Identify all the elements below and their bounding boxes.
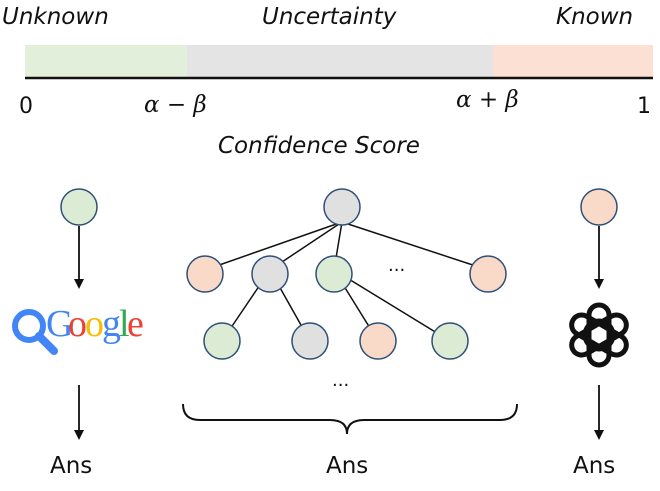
tick-alpha-plus-beta: α + β xyxy=(456,87,519,113)
google-letter-g: G xyxy=(46,303,73,345)
tick-1: 1 xyxy=(637,94,651,119)
unknown-segment xyxy=(25,45,187,77)
left-node xyxy=(60,188,98,226)
tree-node xyxy=(203,322,241,360)
tree-ellipsis-bottom: ... xyxy=(332,370,350,391)
openai-icon xyxy=(569,302,629,368)
known-label: Known xyxy=(556,4,634,30)
middle-answer: Ans xyxy=(326,453,369,479)
google-logo: G o o g l e xyxy=(46,302,156,352)
google-letter-o1: o xyxy=(68,303,87,345)
tree-node xyxy=(359,322,397,360)
right-node xyxy=(580,188,618,226)
tree-ellipsis-row: ... xyxy=(388,255,406,276)
tree-root-node xyxy=(323,188,361,226)
uncertainty-segment xyxy=(187,45,493,77)
google-letter-g2: g xyxy=(102,303,121,345)
tick-0: 0 xyxy=(19,94,33,119)
tree-node xyxy=(431,322,469,360)
tree-node xyxy=(469,255,507,293)
unknown-label: Unknown xyxy=(2,4,109,30)
google-letter-e: e xyxy=(127,303,144,345)
tick-alpha-minus-beta: α − β xyxy=(144,92,207,118)
curly-brace xyxy=(182,403,518,435)
tree-node xyxy=(251,255,289,293)
right-answer: Ans xyxy=(573,453,616,479)
uncertainty-label: Uncertainty xyxy=(262,4,397,30)
left-answer: Ans xyxy=(50,453,93,479)
axis-title: Confidence Score xyxy=(218,133,420,159)
google-letter-l: l xyxy=(119,303,130,345)
known-segment xyxy=(493,45,653,77)
tree-node xyxy=(186,255,224,293)
google-letter-o2: o xyxy=(85,303,104,345)
google-search-icon xyxy=(12,309,58,355)
tree-node xyxy=(315,255,353,293)
tree-node xyxy=(291,322,329,360)
